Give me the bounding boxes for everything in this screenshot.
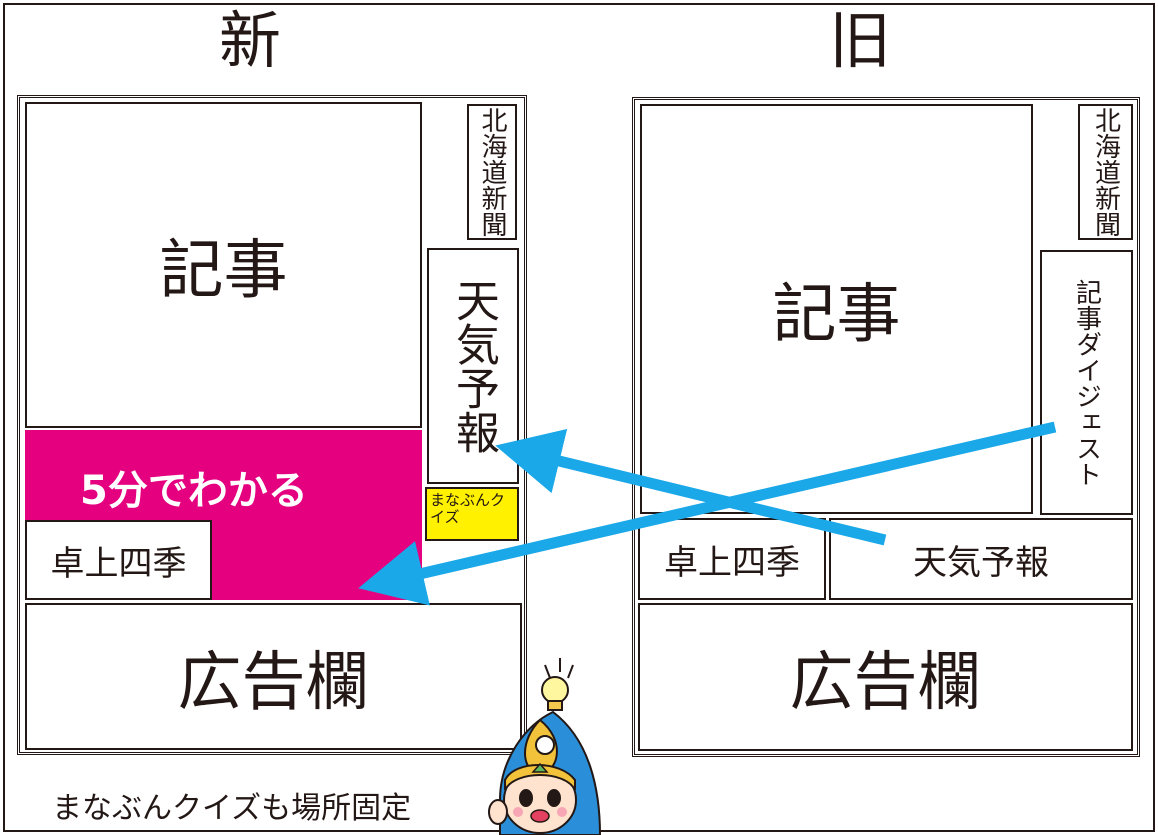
- new-ads-block: 広告欄: [25, 603, 522, 750]
- old-masthead-block: 北海道新聞: [1078, 104, 1133, 240]
- heading-old: 旧: [828, 4, 891, 77]
- new-season-label: 卓上四季: [50, 543, 187, 584]
- new-weather-label: 天気予報: [448, 278, 499, 454]
- old-ads-block: 広告欄: [638, 603, 1133, 751]
- new-article-block: 記事: [25, 102, 422, 428]
- old-ads-label: 広告欄: [789, 646, 982, 720]
- arrow-weather-to-side: [495, 428, 887, 546]
- heading-new: 新: [218, 4, 281, 77]
- new-quiz-block: まなぶんクイズ: [425, 487, 519, 541]
- old-season-label: 卓上四季: [664, 542, 800, 583]
- old-masthead-label: 北海道新聞: [1090, 107, 1121, 237]
- mascot-icon: [488, 658, 602, 835]
- new-article-label: 記事: [159, 234, 288, 308]
- new-quiz-label: まなぶんクイズ: [430, 491, 506, 526]
- new-season-block: 卓上四季: [25, 520, 212, 600]
- five-minute-label: 5分でわかる: [80, 468, 308, 514]
- new-masthead-label: 北海道新聞: [477, 107, 507, 237]
- new-weather-block: 天気予報: [427, 248, 519, 484]
- old-weather-block: 天気予報: [829, 518, 1133, 600]
- old-digest-block: 記事ダイジェスト: [1040, 250, 1133, 515]
- caption-text: まなぶんクイズも場所固定: [52, 791, 412, 826]
- new-masthead-block: 北海道新聞: [467, 104, 517, 240]
- old-article-label: 記事: [772, 278, 901, 352]
- old-digest-label: 記事ダイジェスト: [1071, 278, 1102, 487]
- old-weather-label: 天気予報: [913, 542, 1049, 583]
- new-ads-label: 広告欄: [177, 645, 370, 720]
- old-season-block: 卓上四季: [638, 518, 826, 600]
